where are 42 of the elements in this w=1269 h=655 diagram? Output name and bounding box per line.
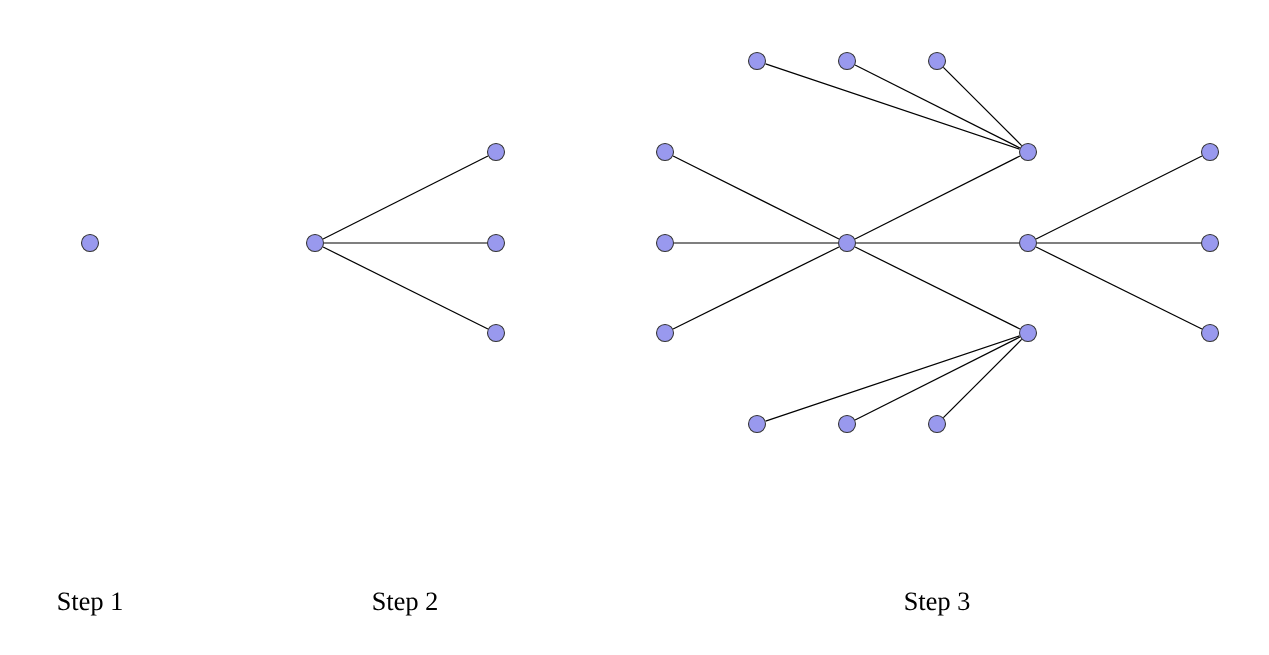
graph-vertex xyxy=(487,233,506,253)
edge-line xyxy=(854,336,1021,421)
graph-vertex xyxy=(656,233,675,253)
graph-vertex xyxy=(838,51,857,70)
graph-vertex xyxy=(1201,323,1220,343)
graph-vertex xyxy=(928,414,947,434)
edge-line xyxy=(1036,242,1202,244)
graph-vertex xyxy=(81,233,100,253)
edge-line xyxy=(764,335,1021,422)
graph-vertex xyxy=(1019,323,1038,343)
graph-vertex xyxy=(748,51,767,70)
edge-line xyxy=(942,338,1023,419)
graph-vertex xyxy=(656,142,675,161)
edge-line xyxy=(855,242,1020,244)
edge-line xyxy=(323,242,488,244)
graph-vertex xyxy=(487,142,506,161)
edge-line xyxy=(1035,246,1203,330)
step-label: Step 3 xyxy=(905,592,970,616)
edge-line xyxy=(854,246,1021,330)
graph-vertex xyxy=(1019,142,1038,161)
edge-line xyxy=(322,246,489,330)
graph-vertex xyxy=(1201,142,1220,161)
edge-line xyxy=(942,66,1023,147)
edge-line xyxy=(1035,155,1203,240)
edge-line xyxy=(764,63,1021,150)
edge-line xyxy=(673,242,839,244)
graph-vertex xyxy=(306,233,325,253)
graph-vertex xyxy=(487,323,506,343)
graph-vertex xyxy=(1201,233,1220,253)
edge-line xyxy=(854,64,1021,149)
edge-line xyxy=(322,155,489,240)
graph-vertex xyxy=(1019,233,1038,253)
graph-vertex xyxy=(928,51,947,70)
step-label: Step 2 xyxy=(373,592,437,616)
graph-vertex xyxy=(838,414,857,434)
edge-line xyxy=(672,155,840,240)
graph-vertex xyxy=(748,414,767,434)
edge-line xyxy=(672,246,840,330)
graph-vertex xyxy=(656,323,675,343)
step-label: Step 1 xyxy=(58,592,122,616)
edge-line xyxy=(854,155,1021,240)
graph-vertex xyxy=(838,233,857,253)
